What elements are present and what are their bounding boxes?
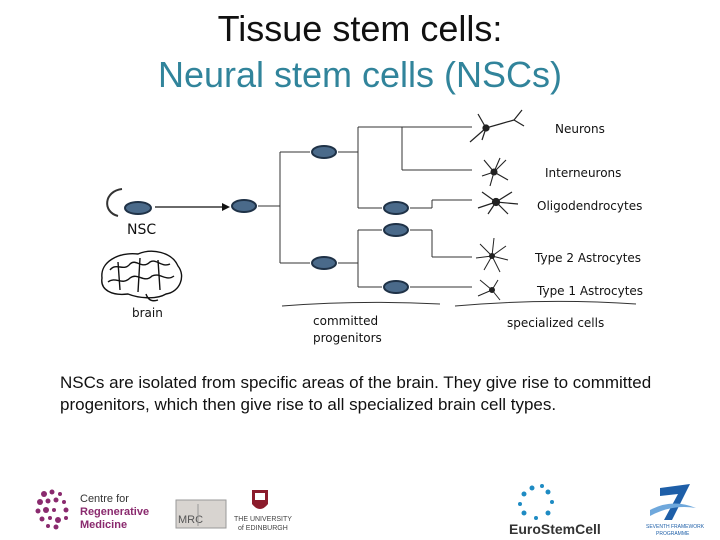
fp7-logo-line2: PROGRAMME — [656, 531, 690, 537]
crm-logo-icon — [35, 489, 69, 530]
crm-logo-line3: Medicine — [80, 519, 127, 531]
committed-label-line1: committed — [313, 314, 378, 328]
cell-type-label-type1-astrocytes: Type 1 Astrocytes — [536, 284, 643, 298]
progenitor-cell — [311, 256, 337, 270]
eurostemcell-logo-text: EuroStemCell — [509, 521, 601, 537]
crm-logo-line2: Regenerative — [80, 506, 149, 518]
brain-icon — [101, 250, 183, 302]
cell-type-label-oligodendrocytes: Oligodendrocytes — [537, 199, 642, 213]
progenitor-cell — [383, 223, 409, 237]
footer-logos: Centre for Regenerative Medicine MRC THE… — [35, 484, 705, 537]
nsc-cell — [124, 201, 152, 215]
brain-label: brain — [132, 306, 163, 320]
slide-subtitle: Neural stem cells (NSCs) — [157, 54, 563, 95]
oligodendrocyte-icon — [477, 191, 519, 215]
fp7-logo-icon — [650, 484, 696, 520]
edinburgh-crest-icon — [252, 490, 268, 509]
cell-type-label-type2-astrocytes: Type 2 Astrocytes — [534, 251, 641, 265]
progenitor-cell — [383, 280, 409, 294]
nsc-niche-arc — [106, 188, 123, 217]
edinburgh-logo-line2: of EDINBURGH — [238, 525, 288, 532]
committed-label-line2: progenitors — [313, 331, 382, 345]
committed-bracket — [281, 301, 441, 307]
neuron-icon — [469, 109, 525, 143]
slide-title: Tissue stem cells: — [217, 8, 503, 49]
specialized-bracket — [454, 300, 637, 307]
caption: NSCs are isolated from specific areas of… — [60, 373, 652, 414]
progenitor-cell — [231, 199, 257, 213]
cell-type-label-neurons: Neurons — [555, 122, 605, 136]
edinburgh-logo-line1: THE UNIVERSITY — [234, 516, 292, 523]
eurostemcell-logo-icon — [518, 484, 554, 520]
interneuron-icon — [481, 157, 509, 187]
specialized-label: specialized cells — [507, 316, 604, 330]
astrocyte-type2-icon — [475, 237, 509, 273]
mrc-logo-text: MRC — [178, 514, 203, 526]
nsc-arrow-head — [222, 203, 230, 211]
progenitor-cell — [383, 201, 409, 215]
progenitor-cell — [311, 145, 337, 159]
fp7-logo-line1: SEVENTH FRAMEWORK — [646, 524, 705, 530]
nsc-label: NSC — [127, 222, 156, 238]
lineage-branches — [258, 126, 472, 288]
mrc-logo — [175, 499, 227, 529]
crm-logo-line1: Centre for — [80, 493, 129, 505]
cell-type-label-interneurons: Interneurons — [545, 166, 621, 180]
astrocyte-type1-icon — [477, 279, 501, 301]
